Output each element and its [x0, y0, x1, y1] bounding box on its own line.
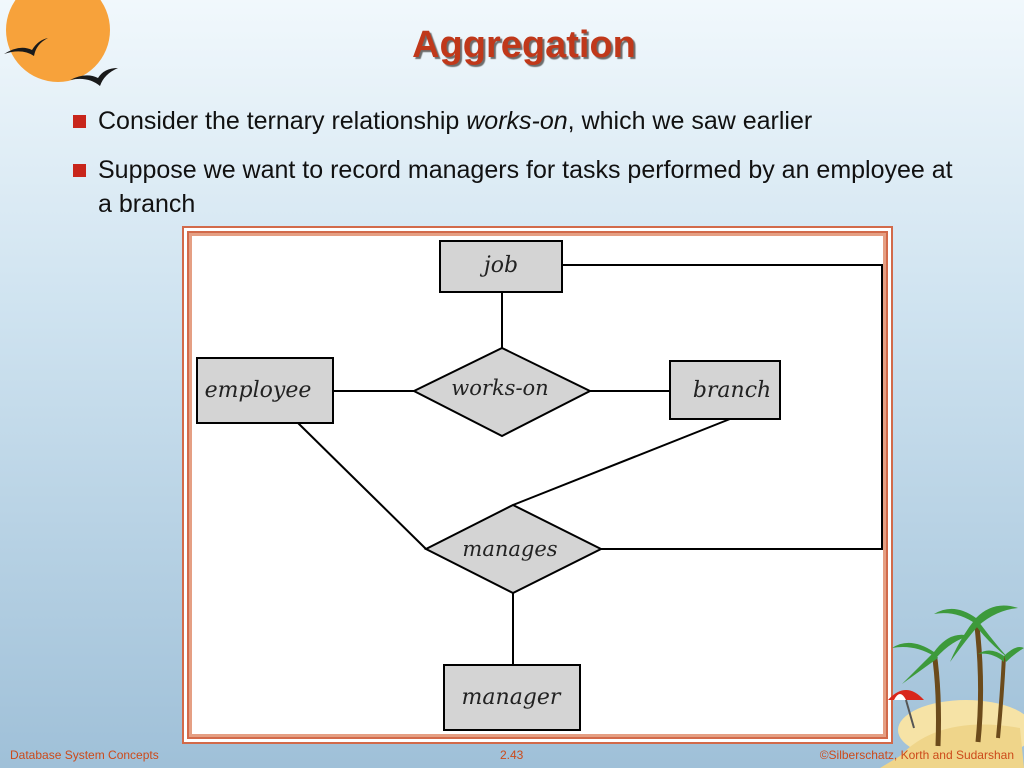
- footer-course-name: Database System Concepts: [10, 748, 159, 762]
- diagram-frame: [182, 226, 893, 744]
- entity-employee: employee: [196, 357, 334, 424]
- seagull-icon: [4, 38, 118, 86]
- bullet-text-emphasis: works-on: [466, 107, 568, 135]
- bullet-square-icon: [73, 115, 86, 128]
- bullet-square-icon: [73, 164, 86, 177]
- bullet-text-suffix: , which we saw earlier: [567, 107, 813, 135]
- bullet-text: Suppose we want to record managers for t…: [98, 156, 953, 218]
- entity-manager-label: manager: [462, 685, 562, 710]
- sun-logo: [0, 0, 116, 92]
- bullet-item: Suppose we want to record managers for t…: [70, 153, 970, 221]
- slide-title: Aggregation: [412, 24, 636, 66]
- bullet-item: Consider the ternary relationship works-…: [70, 104, 970, 138]
- entity-employee-label: employee: [205, 378, 312, 403]
- palm-island-icon: [880, 605, 1024, 768]
- footer-copyright: ©Silberschatz, Korth and Sudarshan: [819, 748, 1014, 762]
- edge-branch-manages: [512, 418, 731, 506]
- relationship-works-on: works-on: [411, 346, 593, 438]
- entity-branch-label: branch: [693, 378, 771, 403]
- bullet-text-prefix: Consider the ternary relationship: [98, 107, 467, 135]
- entity-manager: manager: [443, 664, 581, 731]
- entity-job-label: job: [479, 253, 518, 278]
- relationship-manages-label: manages: [462, 537, 557, 561]
- relationship-manages: manages: [423, 503, 604, 595]
- entity-job: job: [439, 240, 563, 293]
- edge-employee-manages: [297, 422, 427, 550]
- edge-job-manages: [562, 264, 883, 550]
- entity-branch: branch: [669, 360, 781, 420]
- relationship-works-on-label: works-on: [451, 376, 548, 400]
- footer-slide-number: 2.43: [500, 748, 524, 762]
- bullet-list: Consider the ternary relationship works-…: [70, 104, 970, 236]
